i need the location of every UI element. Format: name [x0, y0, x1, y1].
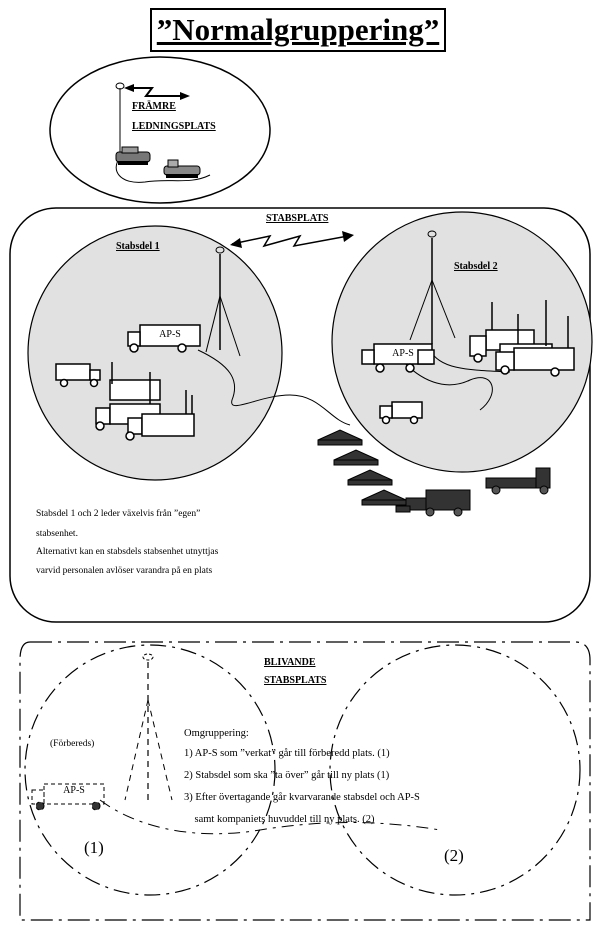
cable-2: [401, 359, 493, 411]
omgruppering-step-2: 2) Stabsdel som ska ”ta över” går till n…: [184, 770, 390, 781]
radio-link: [231, 234, 349, 248]
circle-1-label: (1): [84, 838, 104, 857]
tent-icon: [317, 429, 407, 506]
blivande-circle-1: [24, 644, 276, 896]
framre-cable: [115, 157, 211, 183]
framre-ellipse: [49, 56, 271, 204]
stabsplats-desc-1: Stabsdel 1 och 2 leder växelvis från ”eg…: [36, 509, 201, 519]
blivande-label-1: BLIVANDE: [264, 657, 316, 668]
truck-icon: [469, 300, 575, 377]
stabsplats-desc-2: stabsenhet.: [36, 529, 78, 539]
stabsdel2-circle: [331, 211, 593, 473]
truck-icon: [55, 363, 101, 388]
circle-2-label: (2): [444, 846, 464, 865]
blivande-aps-vehicle: [31, 783, 105, 811]
stabsplats-label: STABSPLATS: [266, 213, 329, 224]
truck-icon: [379, 401, 423, 425]
stabsplats-desc-4: varvid personalen avlöser varandra på en…: [36, 566, 213, 576]
framre-arrow: [134, 87, 180, 97]
tracked-vehicle-icon: [163, 159, 201, 178]
forbereds-label: (Förbereds): [50, 739, 95, 749]
blivande-circle-2: [329, 644, 581, 896]
omgruppering-heading: Omgruppering:: [184, 728, 249, 739]
aps-label-2: AP-S: [392, 348, 414, 359]
aps-label-1: AP-S: [159, 329, 181, 340]
stabsdel2-label: Stabsdel 2: [454, 261, 498, 272]
stabsdel1-label: Stabsdel 1: [116, 241, 160, 252]
dark-truck-icon: [485, 467, 551, 495]
page-title: ”Normalgruppering”: [150, 8, 446, 52]
stabsplats-desc-3: Alternativt kan en stabsdels stabsenhet …: [36, 547, 219, 557]
blivande-frame: [19, 641, 591, 921]
stabsdel1-circle: [27, 225, 283, 481]
framre-label-1: FRÄMRE: [132, 101, 176, 112]
omgruppering-step-1: 1) AP-S som ”verkat” går till förberedd …: [184, 748, 390, 759]
aps-vehicle-1: [127, 324, 201, 353]
blivande-label-2: STABSPLATS: [264, 675, 327, 686]
aps-vehicle-2: [361, 343, 435, 373]
omgruppering-step-3-cont: samt kompaniets huvuddel till ny plats. …: [184, 814, 375, 825]
tracked-vehicle-icon: [115, 146, 151, 165]
blivande-aps-label: AP-S: [63, 785, 85, 796]
dark-truck-icon: [395, 489, 471, 517]
cable-1: [197, 349, 351, 426]
framre-label-2: LEDNINGSPLATS: [132, 121, 216, 132]
omgruppering-step-3: 3) Efter övertagande går kvarvarande sta…: [184, 792, 420, 803]
truck-icon: [95, 362, 195, 441]
